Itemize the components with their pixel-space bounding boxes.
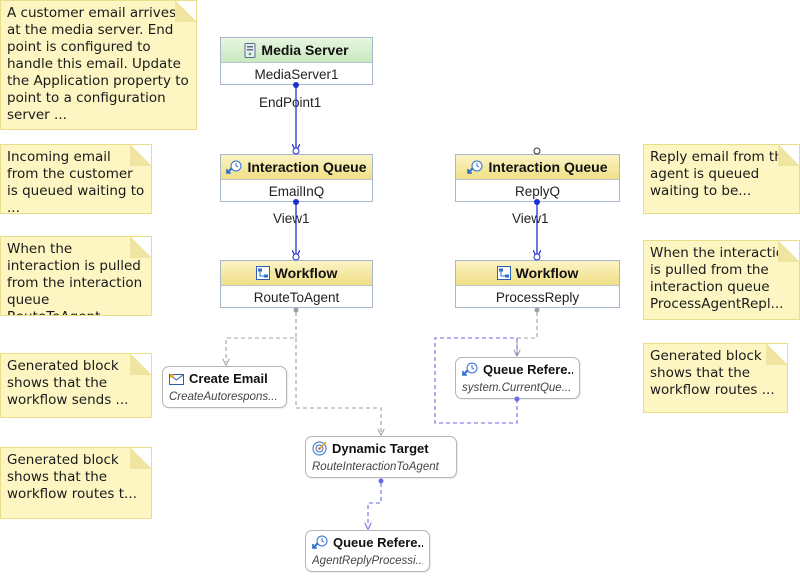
media-server-type: Media Server [261, 42, 349, 58]
create-email-sub: CreateAutorespons... [169, 391, 278, 403]
workflow-icon [255, 266, 270, 280]
reply-queue-type: Interaction Queue [488, 159, 608, 175]
edge-route-to-create-email [226, 307, 299, 363]
reply-queue-name: ReplyQ [514, 183, 560, 199]
dynamic-target-title: Dynamic Target [332, 441, 429, 456]
edge-label-view-left: View1 [273, 211, 310, 226]
note-queue-ref-right[interactable]: Generated block shows that the workflow … [643, 343, 788, 413]
reply-workflow-name: ProcessReply [495, 289, 580, 305]
reply-workflow-type: Workflow [515, 265, 579, 281]
edge-label-view-right: View1 [512, 211, 549, 226]
create-email-block[interactable]: Create Email CreateAutorespons... [162, 366, 287, 408]
dynamic-target-sub: RouteInteractionToAgent [312, 461, 439, 473]
edge-media-to-emailq [293, 82, 299, 155]
queue-clock-icon [312, 535, 328, 550]
server-icon [244, 42, 256, 58]
edge-replyq-to-process [534, 199, 540, 261]
queue-ref-bottom-block[interactable]: Queue Refere... AgentReplyProcessi... [305, 530, 430, 572]
queue-ref-bottom-title: Queue Refere... [333, 535, 423, 550]
email-in-queue-node[interactable]: Interaction Queue EmailInQ [220, 154, 373, 202]
note-route-workflow[interactable]: When the interaction is pulled from the … [0, 236, 152, 316]
reply-queue-node[interactable]: Interaction Queue ReplyQ [455, 154, 620, 202]
queue-clock-icon [226, 160, 242, 175]
queue-ref-right-sub: system.CurrentQue... [462, 382, 572, 394]
media-server-header: Media Server [221, 38, 372, 63]
note-reply-queue[interactable]: Reply email from the agent is queued wai… [643, 144, 800, 214]
route-workflow-header: Workflow [221, 261, 372, 286]
queue-clock-icon [462, 362, 478, 377]
queue-clock-icon [467, 160, 483, 175]
target-icon [312, 441, 327, 456]
email-in-queue-name: EmailInQ [268, 183, 325, 199]
note-email-queue[interactable]: Incoming email from the customer is queu… [0, 144, 152, 214]
queue-ref-right-title: Queue Refere... [483, 362, 573, 377]
reply-workflow-node[interactable]: Workflow ProcessReply [455, 260, 620, 308]
email-in-queue-header: Interaction Queue [221, 155, 372, 180]
queue-ref-bottom-sub: AgentReplyProcessi... [312, 555, 423, 567]
note-create-email[interactable]: Generated block shows that the workflow … [0, 353, 152, 418]
media-server-name: MediaServer1 [254, 66, 339, 82]
route-workflow-type: Workflow [274, 265, 338, 281]
edge-dynamic-to-queue-ref [368, 478, 384, 527]
reply-workflow-header: Workflow [456, 261, 619, 286]
note-dynamic-target[interactable]: Generated block shows that the workflow … [0, 447, 152, 519]
edge-process-to-queue-ref [517, 307, 540, 354]
reply-queue-header: Interaction Queue [456, 155, 619, 180]
note-media-server[interactable]: A customer email arrives at the media se… [0, 0, 197, 130]
edge-route-to-dynamic-target [295, 338, 381, 432]
envelope-icon [169, 373, 184, 385]
media-server-node[interactable]: Media Server MediaServer1 [220, 37, 373, 85]
dynamic-target-block[interactable]: Dynamic Target RouteInteractionToAgent [305, 436, 457, 478]
create-email-title: Create Email [189, 371, 268, 386]
edge-label-endpoint: EndPoint1 [259, 95, 322, 110]
route-workflow-name: RouteToAgent [253, 289, 340, 305]
workflow-icon [496, 266, 511, 280]
note-reply-workflow[interactable]: When the interaction is pulled from the … [643, 240, 800, 320]
email-in-queue-type: Interaction Queue [247, 159, 367, 175]
edge-emailq-to-route [293, 199, 299, 261]
queue-ref-right-block[interactable]: Queue Refere... system.CurrentQue... [455, 357, 580, 399]
route-workflow-node[interactable]: Workflow RouteToAgent [220, 260, 373, 308]
